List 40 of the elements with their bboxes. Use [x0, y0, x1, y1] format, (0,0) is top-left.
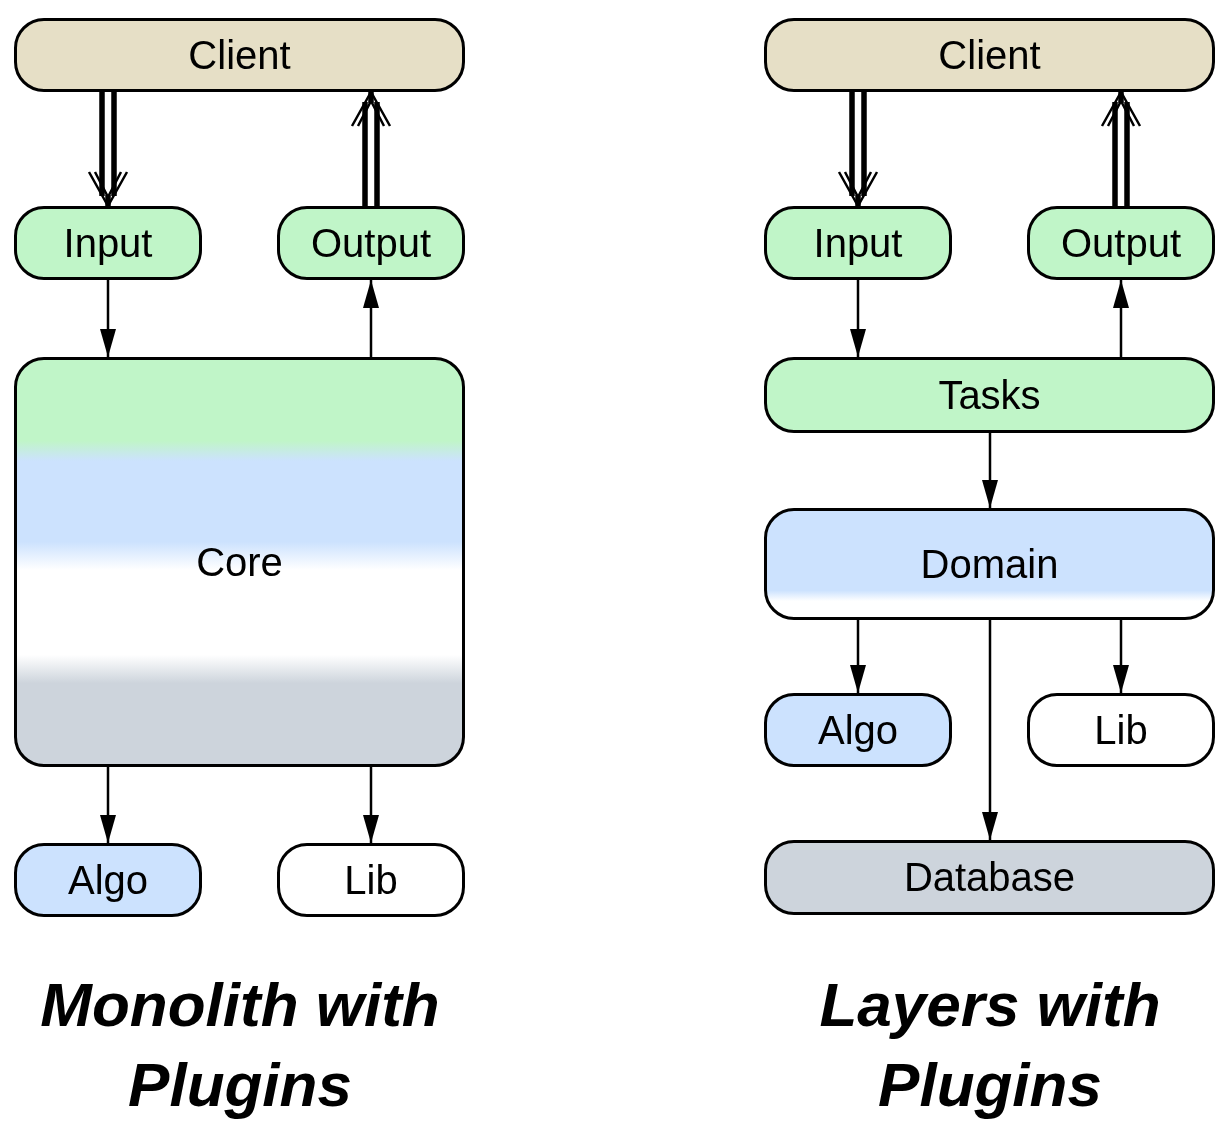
node-label: Client: [938, 32, 1041, 78]
rounded-box: [14, 357, 465, 767]
arrow: [850, 620, 866, 693]
rounded-box: [1027, 206, 1215, 280]
arrow: [363, 767, 379, 843]
node-label: Output: [310, 220, 432, 266]
rounded-box: [764, 18, 1215, 92]
node-label: Input: [813, 220, 903, 266]
node-label: Algo: [817, 707, 899, 753]
arrow: [363, 280, 379, 357]
rounded-box: [1027, 693, 1215, 767]
rounded-box: [764, 508, 1215, 620]
arrow: [982, 620, 998, 840]
rounded-box: [764, 693, 952, 767]
arrow: [100, 280, 116, 357]
rounded-box: [14, 206, 202, 280]
arrow: [1113, 280, 1129, 357]
node-label: Core: [196, 539, 283, 585]
rounded-box: [277, 843, 465, 917]
rounded-box: [14, 18, 465, 92]
node-label: Algo: [67, 857, 149, 903]
rounded-box: [764, 357, 1215, 433]
node-label: Tasks: [938, 372, 1041, 418]
rounded-box: [14, 843, 202, 917]
node-label: Domain: [920, 541, 1059, 587]
node-label: Database: [903, 855, 1076, 900]
arrow: [1113, 620, 1129, 693]
arrow: [982, 433, 998, 508]
arrow: [850, 280, 866, 357]
diagram-caption: Monolith with Plugins: [39, 969, 441, 1121]
rounded-box: [764, 840, 1215, 915]
node-label: Lib: [344, 857, 398, 903]
node-label: Lib: [1094, 707, 1148, 753]
node-label: Output: [1060, 220, 1182, 266]
diagram-caption: Layers with Plugins: [818, 969, 1162, 1121]
rounded-box: [277, 206, 465, 280]
arrow: [100, 767, 116, 843]
node-label: Client: [188, 32, 291, 78]
node-label: Input: [63, 220, 153, 266]
rounded-box: [764, 206, 952, 280]
